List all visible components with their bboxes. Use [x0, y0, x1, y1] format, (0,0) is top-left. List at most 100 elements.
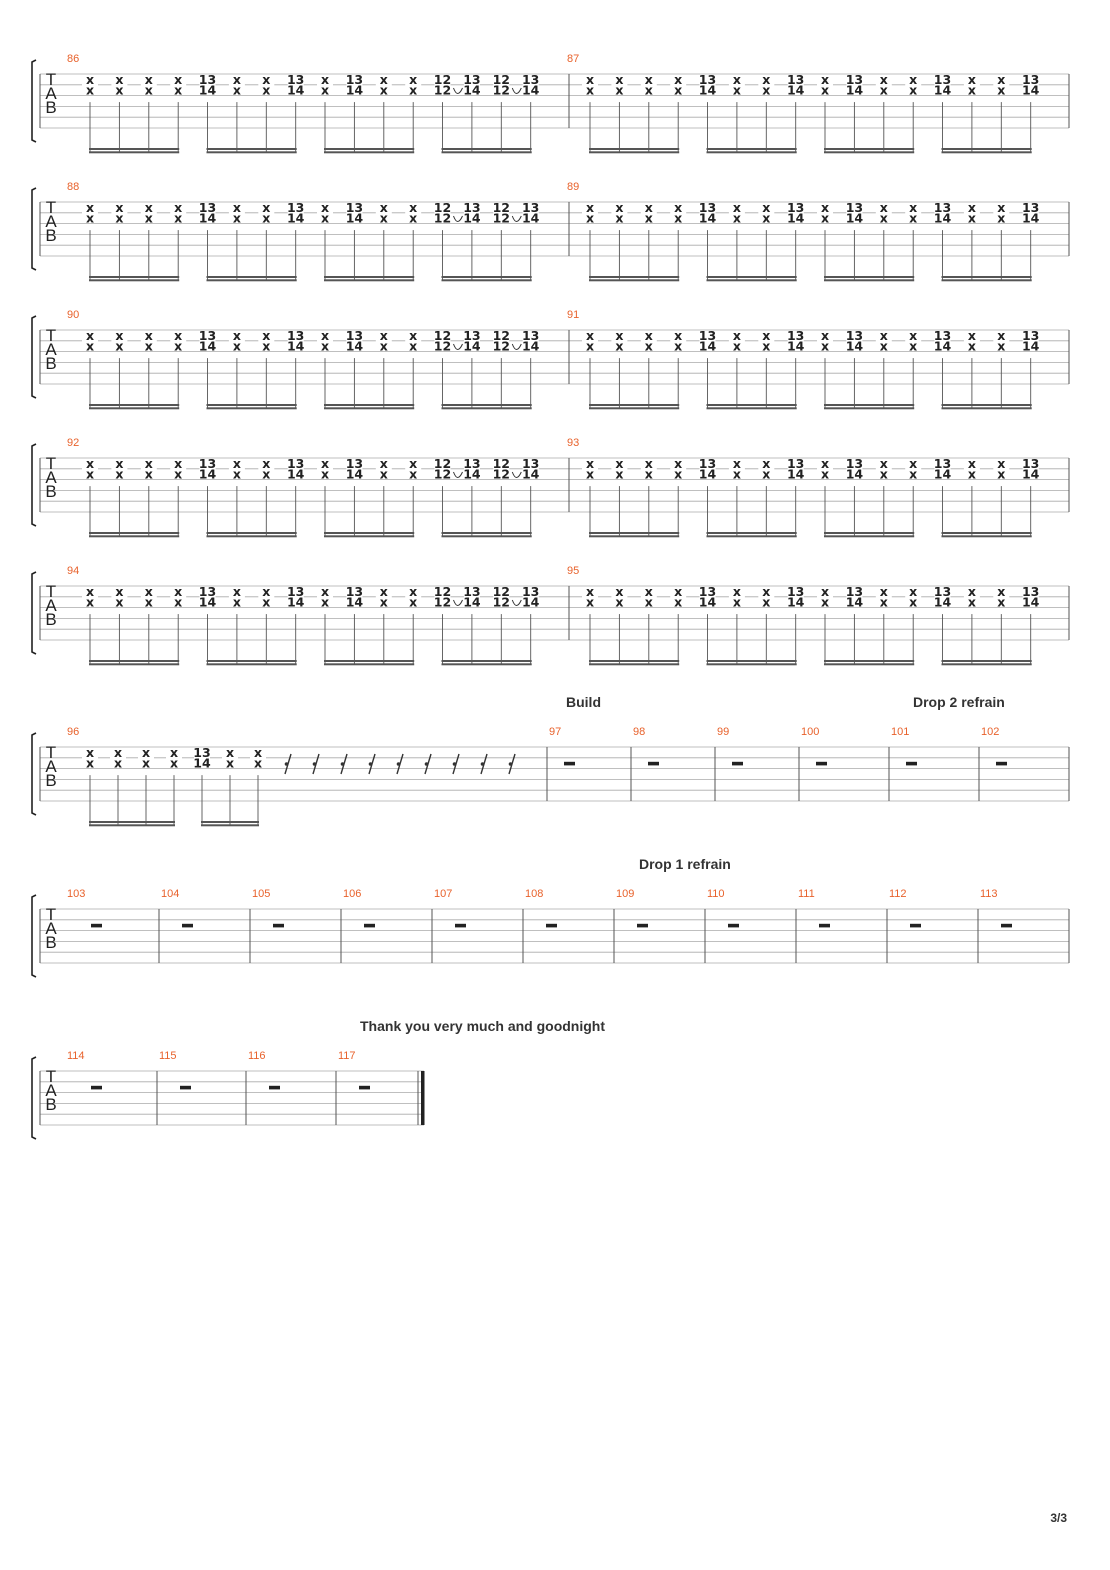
fret-number: 14 — [463, 339, 481, 354]
note-mask — [1022, 77, 1039, 94]
fret-number: x — [586, 72, 594, 87]
whole-rest — [816, 761, 827, 766]
fret-number: 14 — [463, 83, 481, 98]
fret-number: x — [733, 211, 741, 226]
beam — [201, 821, 259, 823]
note-mask — [787, 205, 804, 222]
bar-number: 108 — [525, 888, 543, 900]
fret-number: 13 — [346, 328, 363, 343]
tab-clef-letter: B — [45, 226, 56, 245]
fret-number: x — [762, 467, 770, 482]
fret-number: 14 — [1022, 595, 1040, 610]
note-mask — [758, 333, 775, 350]
whole-rest — [1001, 923, 1012, 928]
rhythm-dot — [480, 762, 485, 766]
beam — [89, 535, 180, 538]
fret-number: x — [968, 595, 976, 610]
fret-number: x — [321, 72, 329, 87]
beam — [589, 660, 680, 662]
fret-number: x — [645, 584, 653, 599]
note-mask — [463, 589, 480, 606]
beam — [706, 279, 797, 282]
fret-number: 14 — [522, 211, 540, 226]
beam — [441, 151, 532, 154]
note-mask — [434, 461, 451, 478]
fret-number: x — [233, 584, 241, 599]
note-mask — [82, 461, 98, 478]
system-bracket — [31, 571, 37, 655]
fret-number: x — [880, 211, 888, 226]
bar-number: 114 — [67, 1050, 85, 1062]
note-mask — [875, 205, 892, 222]
fret-number: x — [821, 339, 829, 354]
rhythm-dot — [424, 762, 429, 766]
note-mask — [199, 205, 216, 222]
fret-number: x — [145, 584, 153, 599]
fret-number: 13 — [699, 456, 716, 471]
note-mask — [934, 205, 951, 222]
note-mask — [434, 205, 451, 222]
note-mask — [905, 77, 922, 94]
fret-number: x — [880, 200, 888, 215]
note-mask — [317, 205, 333, 222]
fret-number: x — [674, 328, 682, 343]
fret-number: 14 — [934, 467, 952, 482]
bar-number: 112 — [889, 888, 907, 900]
fret-number: x — [586, 584, 594, 599]
note-mask — [817, 205, 833, 222]
fret-number: 14 — [934, 339, 952, 354]
note-mask — [375, 333, 392, 350]
note-mask — [166, 750, 182, 767]
fret-number: 13 — [699, 328, 716, 343]
fret-number: 13 — [522, 72, 539, 87]
note-mask — [258, 205, 275, 222]
fret-number: x — [645, 456, 653, 471]
fret-number: x — [880, 328, 888, 343]
fret-number: 14 — [934, 595, 952, 610]
note-mask — [199, 333, 216, 350]
note-mask — [228, 589, 245, 606]
fret-number: x — [380, 211, 388, 226]
note-mask — [817, 589, 833, 606]
bend-curve — [511, 599, 522, 606]
beam — [324, 279, 415, 282]
fret-number: x — [586, 339, 594, 354]
note-mask — [82, 750, 98, 767]
fret-number: x — [968, 211, 976, 226]
fret-number: 12 — [434, 584, 451, 599]
fret-number: x — [733, 83, 741, 98]
tab-clef-letter: T — [46, 70, 56, 89]
fret-number: 13 — [463, 200, 480, 215]
fret-number: 14 — [199, 467, 217, 482]
note-mask — [699, 589, 716, 606]
fret-number: x — [997, 83, 1005, 98]
bar-number: 97 — [549, 726, 561, 738]
note-mask — [493, 77, 510, 94]
fret-number: x — [880, 456, 888, 471]
note-mask — [170, 461, 187, 478]
note-mask — [846, 77, 863, 94]
fret-number: 13 — [1022, 456, 1039, 471]
fret-number: 14 — [787, 467, 805, 482]
bend-curve — [453, 471, 463, 478]
fret-number: 14 — [787, 211, 805, 226]
fret-number: x — [821, 467, 829, 482]
note-mask — [1022, 461, 1039, 478]
tab-clef-letter: T — [46, 905, 56, 924]
beam — [441, 407, 532, 410]
fret-number: x — [86, 328, 94, 343]
fret-number: x — [733, 200, 741, 215]
fret-number: x — [145, 595, 153, 610]
fret-number: x — [380, 200, 388, 215]
fret-number: 13 — [199, 72, 216, 87]
note-mask — [846, 589, 863, 606]
note-mask — [846, 461, 863, 478]
whole-rest — [182, 923, 193, 928]
beam — [824, 407, 915, 410]
note-mask — [817, 77, 833, 94]
fret-number: 13 — [787, 584, 804, 599]
note-mask — [434, 333, 451, 350]
fret-number: x — [115, 456, 123, 471]
fret-number: x — [586, 595, 594, 610]
note-mask — [287, 77, 304, 94]
